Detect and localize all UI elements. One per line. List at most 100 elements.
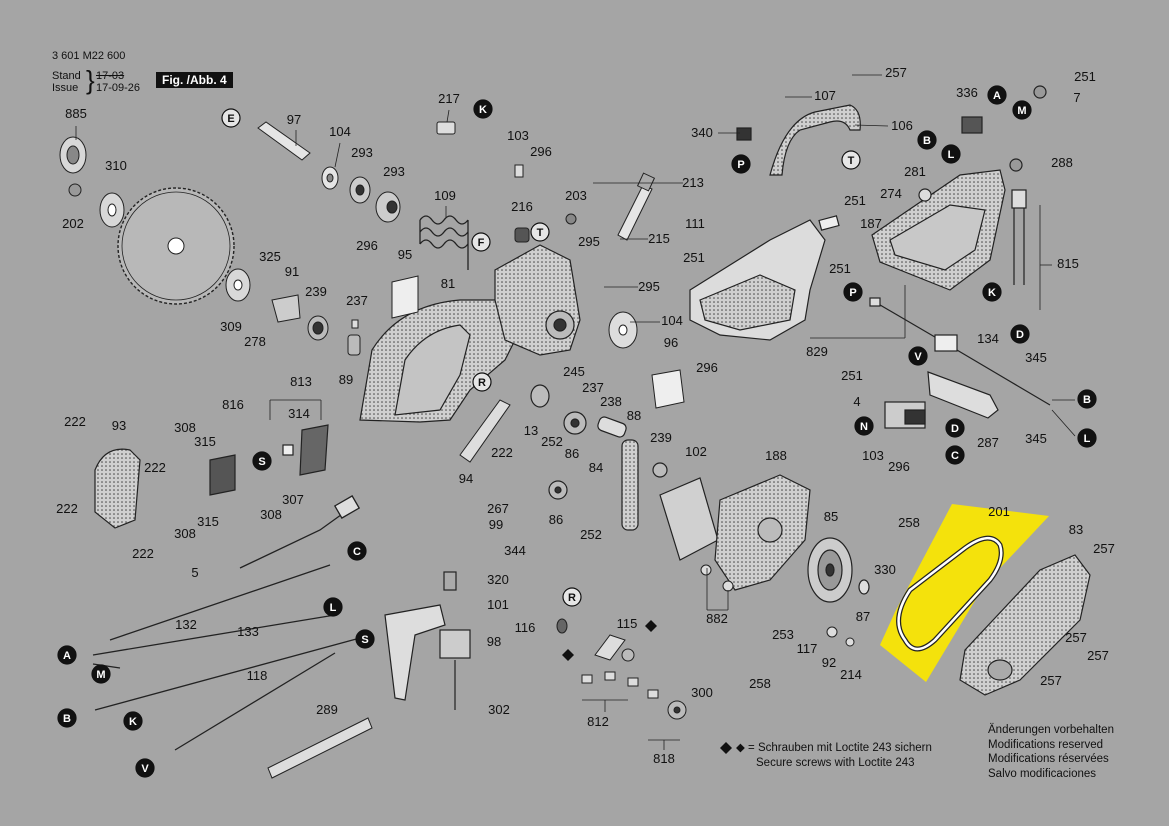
reference-letter: D xyxy=(1016,329,1024,341)
part-label: 238 xyxy=(600,394,622,409)
spring-109 xyxy=(419,215,469,270)
loctite-diamond-marks xyxy=(562,620,732,754)
part-label: 133 xyxy=(237,624,259,639)
part-label: 201 xyxy=(988,504,1010,519)
part-label: 239 xyxy=(305,284,327,299)
part-label: 91 xyxy=(285,264,299,279)
part-label: 132 xyxy=(175,617,197,632)
part-label: 253 xyxy=(772,627,794,642)
belt-highlight xyxy=(880,504,1049,682)
reference-letter: S xyxy=(361,634,368,646)
part-label: 222 xyxy=(64,414,86,429)
mod-en: Modifications reserved xyxy=(988,738,1104,751)
leader-lines xyxy=(75,74,1076,750)
reference-letter: V xyxy=(141,763,149,775)
part-label: 86 xyxy=(565,446,579,461)
part-label: 107 xyxy=(814,88,836,103)
reference-circle: K xyxy=(982,282,1002,302)
part-label: 257 xyxy=(1065,630,1087,645)
part-label: 829 xyxy=(806,344,828,359)
part-label: 104 xyxy=(661,313,683,328)
flange-parts xyxy=(59,136,251,302)
reference-circle: R xyxy=(472,372,492,392)
part-label: 214 xyxy=(840,667,862,682)
reference-circle: M xyxy=(91,664,111,684)
bracket-98 xyxy=(384,571,471,710)
part-label: 314 xyxy=(288,406,310,421)
part-label: 101 xyxy=(487,597,509,612)
part-label: 134 xyxy=(977,331,999,346)
part-label: 98 xyxy=(487,634,501,649)
part-label: 252 xyxy=(541,434,563,449)
reference-letter: C xyxy=(951,450,959,462)
part-label: 345 xyxy=(1025,350,1047,365)
reference-circle: V xyxy=(135,758,155,778)
mod-fr: Modifications réservées xyxy=(988,753,1109,765)
part-label: 117 xyxy=(797,641,818,656)
motor-housing xyxy=(494,244,581,356)
part-label: 281 xyxy=(904,164,926,179)
reference-circle: L xyxy=(1077,428,1097,448)
lower-small-parts xyxy=(556,564,855,720)
reference-letter: N xyxy=(860,421,868,433)
part-label: 88 xyxy=(627,408,641,423)
reference-circle: P xyxy=(731,154,751,174)
part-label: 885 xyxy=(65,106,87,121)
part-label: 274 xyxy=(880,186,902,201)
reference-circle: M xyxy=(1012,100,1032,120)
pulley-85 xyxy=(807,537,870,603)
part-label: 293 xyxy=(351,145,373,160)
part-label: 300 xyxy=(691,685,713,700)
part-label: 288 xyxy=(1051,155,1073,170)
switch-parts xyxy=(884,371,999,429)
part-label: 203 xyxy=(565,188,587,203)
reference-letter: S xyxy=(258,456,265,468)
part-label: 257 xyxy=(1040,673,1062,688)
belt-cover-83 xyxy=(959,554,1091,696)
brace: } xyxy=(86,65,95,95)
part-label: 239 xyxy=(650,430,672,445)
reference-letter: A xyxy=(993,90,1001,102)
part-label: 344 xyxy=(504,543,526,558)
strip-289 xyxy=(267,717,373,779)
reference-letter: L xyxy=(948,149,955,161)
reference-circle: D xyxy=(1010,324,1030,344)
reference-letter: B xyxy=(63,713,71,725)
part-label: 302 xyxy=(488,702,510,717)
part-label: 96 xyxy=(664,335,678,350)
part-label: 278 xyxy=(244,334,266,349)
part-label: 83 xyxy=(1069,522,1083,537)
part-label: 251 xyxy=(1074,69,1096,84)
part-label: 84 xyxy=(589,460,603,475)
part-label: 106 xyxy=(891,118,913,133)
part-label: 340 xyxy=(691,125,713,140)
part-label: 111 xyxy=(685,216,705,231)
part-label: 202 xyxy=(62,216,84,231)
mod-de: Änderungen vorbehalten xyxy=(988,724,1114,736)
small-parts xyxy=(271,121,685,409)
part-label: 118 xyxy=(247,668,268,683)
part-label: 330 xyxy=(874,562,896,577)
saw-blade xyxy=(117,187,235,305)
reference-letter: R xyxy=(568,592,576,604)
part-label: 257 xyxy=(1087,648,1109,663)
reference-circle: N xyxy=(854,416,874,436)
part-label: 99 xyxy=(489,517,503,532)
reference-circle: V xyxy=(908,346,928,366)
diamond-mark xyxy=(645,620,657,632)
part-label: 116 xyxy=(515,620,536,635)
part-label: 308 xyxy=(260,507,282,522)
part-label: 251 xyxy=(829,261,851,276)
part-label: 92 xyxy=(822,655,836,670)
reference-circle: K xyxy=(473,99,493,119)
reference-circle: P xyxy=(843,282,863,302)
gear-housing-188 xyxy=(714,474,811,591)
part-label: 296 xyxy=(696,360,718,375)
part-label: 287 xyxy=(977,435,999,450)
handle-106 xyxy=(736,104,861,176)
cables xyxy=(869,297,1051,406)
reference-letter: B xyxy=(1083,394,1091,406)
part-label: 267 xyxy=(487,501,509,516)
part-label: 7 xyxy=(1073,90,1080,105)
